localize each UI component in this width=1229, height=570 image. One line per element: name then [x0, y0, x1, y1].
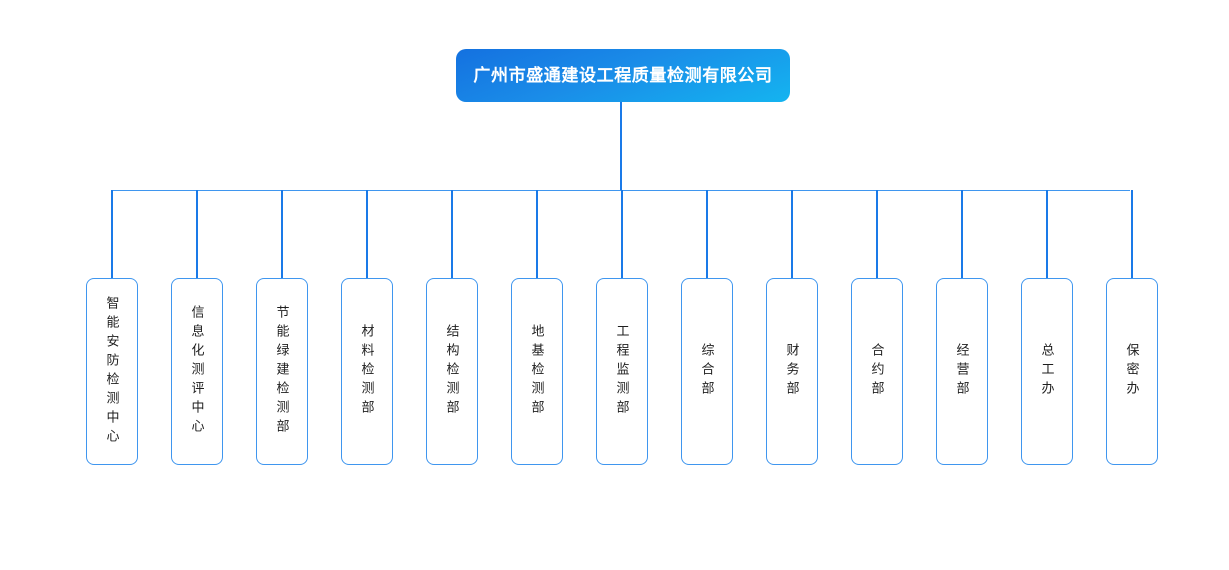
- department-node[interactable]: 合约部: [851, 278, 903, 465]
- department-node-label: 材料检测部: [359, 324, 375, 419]
- drop-connector: [281, 190, 283, 278]
- department-node-label: 综合部: [699, 343, 715, 400]
- drop-connector: [536, 190, 538, 278]
- drop-connector: [366, 190, 368, 278]
- department-node-label: 财务部: [784, 343, 800, 400]
- department-node-label: 节能绿建检测部: [274, 305, 290, 438]
- drop-connector: [706, 190, 708, 278]
- department-node-label: 工程监测部: [614, 324, 630, 419]
- department-node-label: 结构检测部: [444, 324, 460, 419]
- department-node-label: 保密办: [1124, 343, 1140, 400]
- department-node-label: 经营部: [954, 343, 970, 400]
- drop-connector: [791, 190, 793, 278]
- root-node-label: 广州市盛通建设工程质量检测有限公司: [473, 66, 773, 85]
- drop-connector: [621, 190, 623, 278]
- department-node[interactable]: 地基检测部: [511, 278, 563, 465]
- department-node[interactable]: 保密办: [1106, 278, 1158, 465]
- department-node[interactable]: 总工办: [1021, 278, 1073, 465]
- drop-connector: [1131, 190, 1133, 278]
- department-node[interactable]: 智能安防检测中心: [86, 278, 138, 465]
- department-node-label: 合约部: [869, 343, 885, 400]
- department-node-label: 地基检测部: [529, 324, 545, 419]
- department-node-label: 总工办: [1039, 343, 1055, 400]
- department-node-label: 信息化测评中心: [189, 305, 205, 438]
- root-node-company[interactable]: 广州市盛通建设工程质量检测有限公司: [456, 49, 790, 102]
- drop-connector: [196, 190, 198, 278]
- drop-connector: [111, 190, 113, 278]
- drop-connector: [876, 190, 878, 278]
- department-node[interactable]: 节能绿建检测部: [256, 278, 308, 465]
- drop-connector: [451, 190, 453, 278]
- department-node[interactable]: 结构检测部: [426, 278, 478, 465]
- root-stem-connector: [620, 102, 622, 190]
- department-node-label: 智能安防检测中心: [104, 295, 120, 448]
- drop-connector: [1046, 190, 1048, 278]
- department-node[interactable]: 财务部: [766, 278, 818, 465]
- drop-connector: [961, 190, 963, 278]
- department-node[interactable]: 经营部: [936, 278, 988, 465]
- department-node[interactable]: 信息化测评中心: [171, 278, 223, 465]
- department-node[interactable]: 综合部: [681, 278, 733, 465]
- department-node[interactable]: 工程监测部: [596, 278, 648, 465]
- department-node[interactable]: 材料检测部: [341, 278, 393, 465]
